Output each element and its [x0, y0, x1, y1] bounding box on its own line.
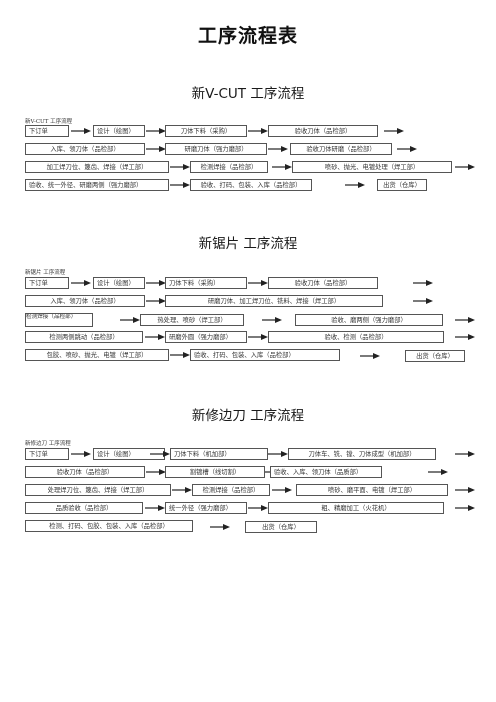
step-box: 喷砂、磨平面、电镀（焊工部） [296, 484, 448, 496]
arrow-icon [428, 468, 448, 476]
arrow-icon [150, 450, 170, 458]
step-box: 处理焊刀位、篾齿、焊接（焊工部） [25, 484, 171, 496]
arrow-icon [172, 486, 192, 494]
arrow-icon [71, 450, 91, 458]
step-box: 检测两侧跳动（品检部） [25, 331, 143, 343]
arrow-icon [384, 127, 404, 135]
step-box: 刀体下料（机加部） [170, 448, 268, 460]
arrow-icon [455, 163, 475, 171]
arrow-icon [268, 450, 288, 458]
arrow-icon [146, 127, 166, 135]
step-box: 研磨外圆（强力磨部） [165, 331, 247, 343]
section-label-trim: 新修边刀 工序流程 [25, 441, 71, 447]
step-box: 验收、检测（品检部） [268, 331, 444, 343]
step-box: 包胶、喷砂、抛光、电镀（焊工部） [25, 349, 169, 361]
step-box: 验收刀体研磨（品检部） [290, 143, 392, 155]
section-title-vcut: 新V-CUT 工序流程 [191, 86, 305, 102]
arrow-icon [146, 468, 166, 476]
step-box: 喷砂、抛光、电镀处理（焊工部） [292, 161, 452, 173]
arrow-icon [262, 316, 282, 324]
arrow-icon [170, 163, 190, 171]
step-box: 出货（仓库） [405, 350, 465, 362]
arrow-icon [455, 316, 475, 324]
arrow-icon [268, 145, 288, 153]
arrow-icon [210, 523, 230, 531]
arrow-icon [272, 163, 292, 171]
step-box: 下订单 [25, 277, 69, 289]
step-box: 加工焊刀位、篾齿、焊接（焊工部） [25, 161, 169, 173]
arrow-icon [248, 504, 268, 512]
section-label-vcut: 新V-CUT 工序流程 [25, 119, 73, 125]
arrow-icon [145, 333, 165, 341]
step-box: 设计（绘图） [93, 277, 145, 289]
step-box: 下订单 [25, 125, 69, 137]
step-box: 验收、磨两侧（强力磨部） [295, 314, 443, 326]
step-box: 检测焊接（品检部） [25, 313, 93, 327]
arrow-icon [455, 333, 475, 341]
step-box: 刀体车、铣、镗、刀体成型（机加部） [288, 448, 436, 460]
step-box: 割镀槽（线切割） [165, 466, 265, 478]
step-box: 下订单 [25, 448, 69, 460]
arrow-icon [397, 145, 417, 153]
step-box: 检测、打码、包胶、包装、入库（品检部） [25, 520, 193, 532]
step-box: 热处理、喷砂（焊工部） [140, 314, 244, 326]
step-box: 设计（绘图） [93, 125, 145, 137]
step-box: 粗、精磨加工（火花机） [268, 502, 444, 514]
step-box: 验收、入库、领刀体（品质部） [270, 466, 382, 478]
arrow-icon [170, 351, 190, 359]
arrow-icon [248, 127, 268, 135]
step-box: 刀体下料（采购） [165, 125, 247, 137]
step-box: 刀体下料（采购） [165, 277, 247, 289]
arrow-icon [146, 145, 166, 153]
arrow-icon [345, 181, 365, 189]
arrow-icon [120, 316, 140, 324]
step-box: 研磨刀体、加工焊刀位、铣料、焊接（焊工部） [165, 295, 383, 307]
arrow-icon [71, 279, 91, 287]
arrow-icon [248, 333, 268, 341]
arrow-icon [360, 352, 380, 360]
step-box: 统一外径（强力磨部） [165, 502, 247, 514]
arrow-icon [413, 297, 433, 305]
page-title: 工序流程表 [197, 25, 298, 47]
section-title-saw: 新锯片 工序流程 [198, 236, 298, 252]
step-box: 验收刀体（品检部） [25, 466, 145, 478]
section-title-trim: 新修边刀 工序流程 [191, 408, 305, 424]
section-label-saw: 新锯片 工序流程 [25, 270, 66, 276]
step-box: 入库、领刀体（品检部） [25, 295, 145, 307]
arrow-icon [145, 504, 165, 512]
step-box: 品质验收（品检部） [25, 502, 143, 514]
arrow-icon [455, 504, 475, 512]
arrow-icon [146, 297, 166, 305]
arrow-icon [413, 279, 433, 287]
step-box: 验收刀体（品检部） [268, 277, 378, 289]
arrow-icon [455, 486, 475, 494]
step-box: 验收刀体（品检部） [268, 125, 378, 137]
step-box: 检测焊接（品检部） [190, 161, 268, 173]
arrow-icon [248, 279, 268, 287]
arrow-icon [170, 181, 190, 189]
step-box: 出货（仓库） [377, 179, 427, 191]
step-box: 出货（仓库） [245, 521, 317, 533]
step-box: 检测焊接（品检部） [192, 484, 270, 496]
step-box: 验收、统一外径、研磨两侧（强力磨部） [25, 179, 169, 191]
arrow-icon [146, 279, 166, 287]
step-box: 研磨刀体（强力磨部） [165, 143, 267, 155]
step-box: 验收、打码、包装、入库（品检部） [190, 179, 312, 191]
arrow-icon [455, 450, 475, 458]
arrow-icon [272, 486, 292, 494]
arrow-icon [71, 127, 91, 135]
step-box: 入库、领刀体（品检部） [25, 143, 145, 155]
step-box: 验收、打码、包装、入库（品检部） [190, 349, 340, 361]
